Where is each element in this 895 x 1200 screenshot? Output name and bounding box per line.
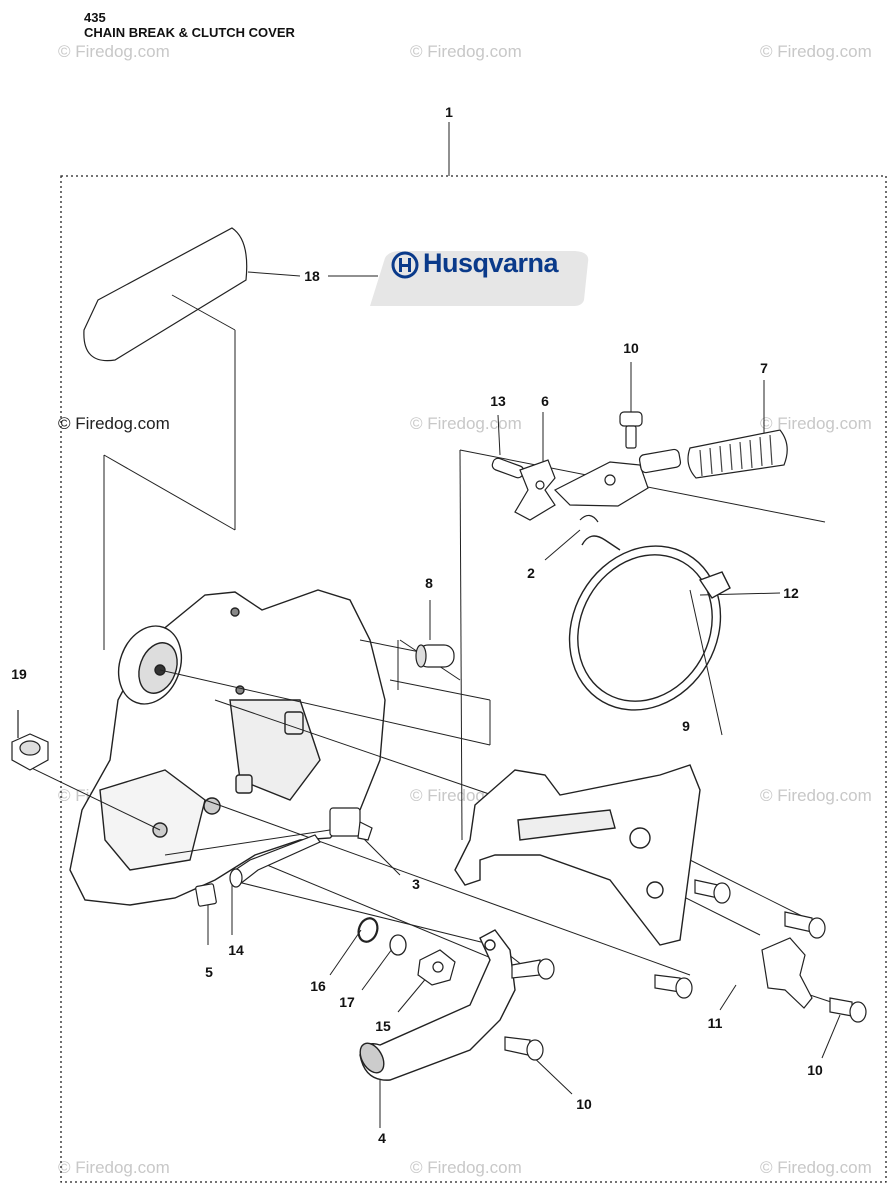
watermark: © Firedog.com <box>410 1158 522 1177</box>
brake-band-part <box>568 535 731 711</box>
screw-part <box>504 1036 544 1061</box>
gear-part <box>417 949 456 986</box>
chain-guard-part <box>454 764 701 946</box>
spring-part <box>687 429 788 479</box>
page-title: CHAIN BREAK & CLUTCH COVER <box>84 25 295 40</box>
bushing-part <box>415 644 455 668</box>
callout-16: 16 <box>310 978 326 994</box>
pin-part <box>491 457 525 479</box>
callout-12: 12 <box>783 585 799 601</box>
callout-17: 17 <box>339 994 355 1010</box>
watermark: © Firedog.com <box>58 42 170 61</box>
callout-14: 14 <box>228 942 244 958</box>
callout-10: 10 <box>576 1096 592 1112</box>
callout-13: 13 <box>490 393 506 409</box>
brand-logo-text: Husqvarna <box>423 248 559 278</box>
screw-part <box>511 958 555 980</box>
nut-part <box>11 710 49 771</box>
label-sticker-part <box>83 227 248 362</box>
adjuster-part <box>329 807 373 841</box>
screw-part <box>654 974 693 999</box>
watermark: © Firedog.com <box>760 42 872 61</box>
watermark: © Firedog.com <box>760 786 872 805</box>
watermark: © Firedog.com <box>760 1158 872 1177</box>
screw-part <box>829 997 867 1023</box>
callout-4: 4 <box>378 1130 386 1146</box>
callout-15: 15 <box>375 1018 391 1034</box>
callout-18: 18 <box>304 268 320 284</box>
watermark: © Firedog.com <box>58 414 170 433</box>
clutch-cover-part <box>69 589 386 906</box>
callout-8: 8 <box>425 575 433 591</box>
watermark: © Firedog.com <box>410 414 522 433</box>
lever-part <box>514 459 556 521</box>
o-ring-part <box>357 917 379 943</box>
callout-9: 9 <box>682 718 690 734</box>
callout-3: 3 <box>412 876 420 892</box>
husqvarna-logo-icon <box>391 251 419 279</box>
logo-plate <box>370 251 589 306</box>
callout-2: 2 <box>527 565 535 581</box>
callout-19: 19 <box>11 666 27 682</box>
model-number: 435 <box>84 10 106 25</box>
callout-10: 10 <box>623 340 639 356</box>
watermark: © Firedog.com <box>760 414 872 433</box>
callout-10: 10 <box>807 1062 823 1078</box>
watermark: © Firedog.com <box>410 42 522 61</box>
handle-part <box>359 929 516 1081</box>
callout-6: 6 <box>541 393 549 409</box>
watermark: © Firedog.com <box>58 1158 170 1177</box>
callout-1: 1 <box>445 104 453 120</box>
brake-lever-part <box>553 448 682 523</box>
screw-part <box>619 411 643 449</box>
bar-bolt-part <box>229 834 321 888</box>
washer-part <box>389 934 407 956</box>
callout-5: 5 <box>205 964 213 980</box>
bracket-part <box>761 937 813 1009</box>
screw-part <box>784 911 826 939</box>
callout-11: 11 <box>707 1015 723 1031</box>
callout-7: 7 <box>760 360 768 376</box>
square-nut-part <box>195 883 217 907</box>
screw-part <box>694 879 731 904</box>
